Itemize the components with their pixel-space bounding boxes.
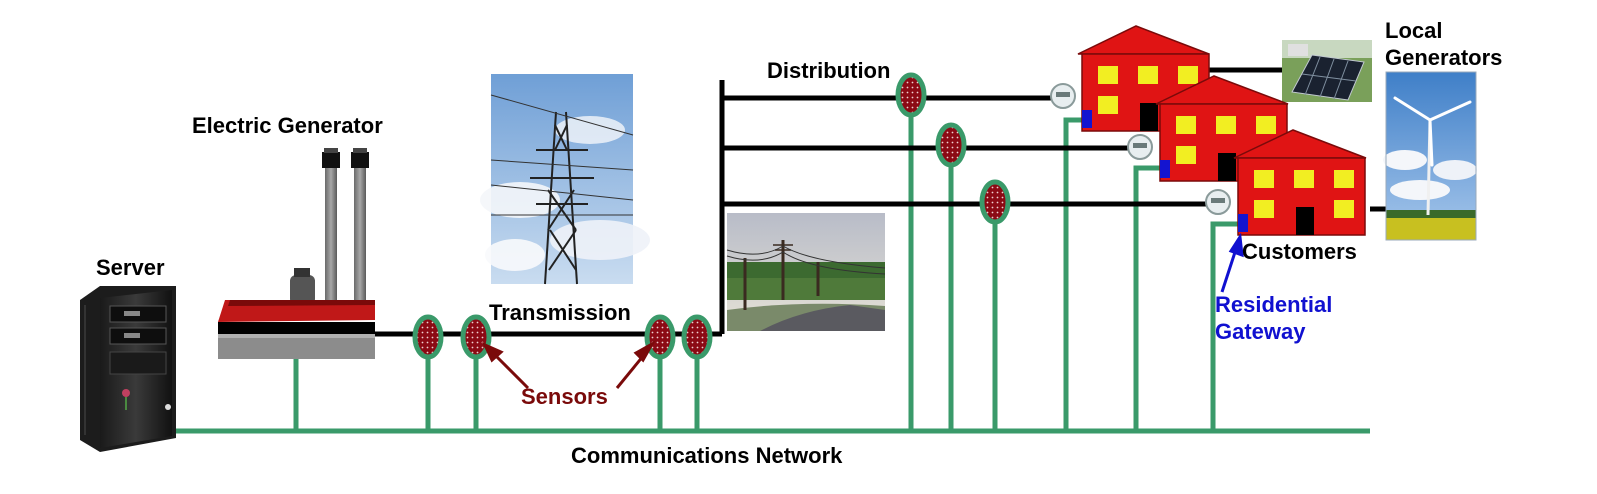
house-icon bbox=[1155, 75, 1289, 182]
local-generators-label-line2: Generators bbox=[1385, 45, 1502, 70]
transmission-label: Transmission bbox=[489, 300, 631, 325]
sensors-label: Sensors bbox=[521, 384, 608, 409]
sensor-icon bbox=[412, 314, 444, 360]
sensor-icon bbox=[681, 314, 713, 360]
customers-label: Customers bbox=[1242, 239, 1357, 264]
sensor-icon bbox=[895, 72, 927, 118]
sensor-arrows bbox=[481, 340, 656, 390]
solar-panel-photo bbox=[1282, 40, 1372, 102]
smart-meter-icon bbox=[1050, 83, 1076, 109]
house-icon bbox=[1233, 129, 1367, 236]
utility-poles-photo bbox=[726, 213, 886, 331]
residential-gateway-icon bbox=[1082, 110, 1092, 128]
transmission-tower-photo bbox=[480, 74, 650, 285]
power-plant-icon bbox=[218, 148, 375, 359]
sensor-icon bbox=[979, 179, 1011, 225]
communications-network-label: Communications Network bbox=[571, 443, 843, 468]
server-label: Server bbox=[96, 255, 165, 280]
sensor-icon bbox=[935, 122, 967, 168]
sensor-icon bbox=[460, 314, 492, 360]
sensor-icon bbox=[644, 314, 676, 360]
smart-meter-icon bbox=[1127, 134, 1153, 160]
residential-gateway-label-line2: Gateway bbox=[1215, 319, 1306, 344]
local-generators-label-line1: Local bbox=[1385, 18, 1442, 43]
residential-gateway-icon bbox=[1160, 160, 1170, 178]
server-icon bbox=[80, 286, 176, 452]
smart-meter-icon bbox=[1205, 189, 1231, 215]
residential-gateway-icon bbox=[1238, 214, 1248, 232]
residential-gateway-label-line1: Residential bbox=[1215, 292, 1332, 317]
sensors-group bbox=[412, 72, 1011, 360]
distribution-label: Distribution bbox=[767, 58, 890, 83]
wind-turbine-photo bbox=[1383, 71, 1477, 241]
gateway-arrow bbox=[1220, 232, 1244, 293]
electric-generator-label: Electric Generator bbox=[192, 113, 383, 138]
